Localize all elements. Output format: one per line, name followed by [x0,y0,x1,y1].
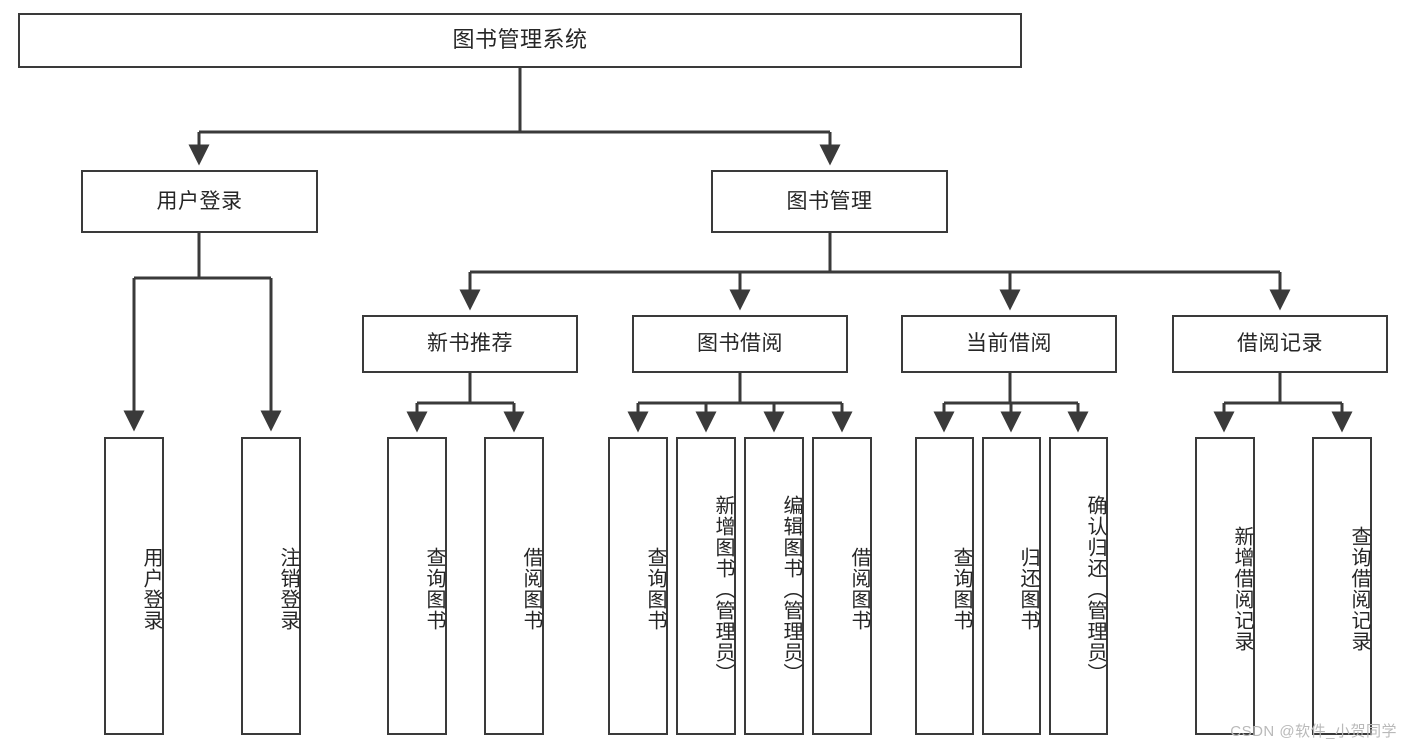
node-label: 图书管理 [786,189,873,213]
leaf-new-book-borrow-books[interactable]: 借阅图书 [484,437,544,735]
leaf-current-borrow-query-books[interactable]: 查询图书 [915,437,974,735]
node-label: 新增借阅记录 [1231,526,1253,652]
node-label: 图书借阅 [697,332,783,356]
leaf-current-borrow-return-books[interactable]: 归还图书 [982,437,1041,735]
node-label: 查询图书 [644,547,666,631]
node-label: 借阅图书 [520,547,542,631]
node-label: 用户登录 [156,189,243,213]
leaf-borrow-record-query-record[interactable]: 查询借阅记录 [1312,437,1372,735]
node-label: 查询借阅记录 [1348,526,1370,652]
leaf-book-borrow-edit-book-admin[interactable]: 编辑图书（管理员） [744,437,804,735]
node-label: 图书管理系统 [452,27,588,53]
leaf-user-login-user-login[interactable]: 用户登录 [104,437,164,735]
node-label: 用户登录 [140,547,162,631]
node-user-login[interactable]: 用户登录 [81,170,318,233]
node-label: 当前借阅 [966,332,1052,356]
leaf-user-login-logout[interactable]: 注销登录 [241,437,301,735]
node-root-book-management-system[interactable]: 图书管理系统 [18,13,1022,68]
leaf-book-borrow-query-books[interactable]: 查询图书 [608,437,668,735]
node-label: 新增图书（管理员） [712,494,734,684]
node-book-borrow[interactable]: 图书借阅 [632,315,848,373]
node-label: 查询图书 [423,547,445,631]
node-label: 编辑图书（管理员） [780,494,802,684]
node-label: 归还图书 [1017,547,1039,631]
leaf-book-borrow-borrow-books[interactable]: 借阅图书 [812,437,872,735]
node-label: 查询图书 [950,547,972,631]
node-current-borrow[interactable]: 当前借阅 [901,315,1117,373]
leaf-current-borrow-confirm-return-admin[interactable]: 确认归还（管理员） [1049,437,1108,735]
node-label: 注销登录 [277,547,299,631]
node-label: 借阅记录 [1237,332,1323,356]
node-new-book-recommend[interactable]: 新书推荐 [362,315,578,373]
node-label: 借阅图书 [848,547,870,631]
leaf-book-borrow-add-book-admin[interactable]: 新增图书（管理员） [676,437,736,735]
leaf-borrow-record-add-record[interactable]: 新增借阅记录 [1195,437,1255,735]
node-borrow-record[interactable]: 借阅记录 [1172,315,1388,373]
node-book-management[interactable]: 图书管理 [711,170,948,233]
node-label: 新书推荐 [427,332,513,356]
leaf-new-book-query-books[interactable]: 查询图书 [387,437,447,735]
node-label: 确认归还（管理员） [1084,494,1106,684]
